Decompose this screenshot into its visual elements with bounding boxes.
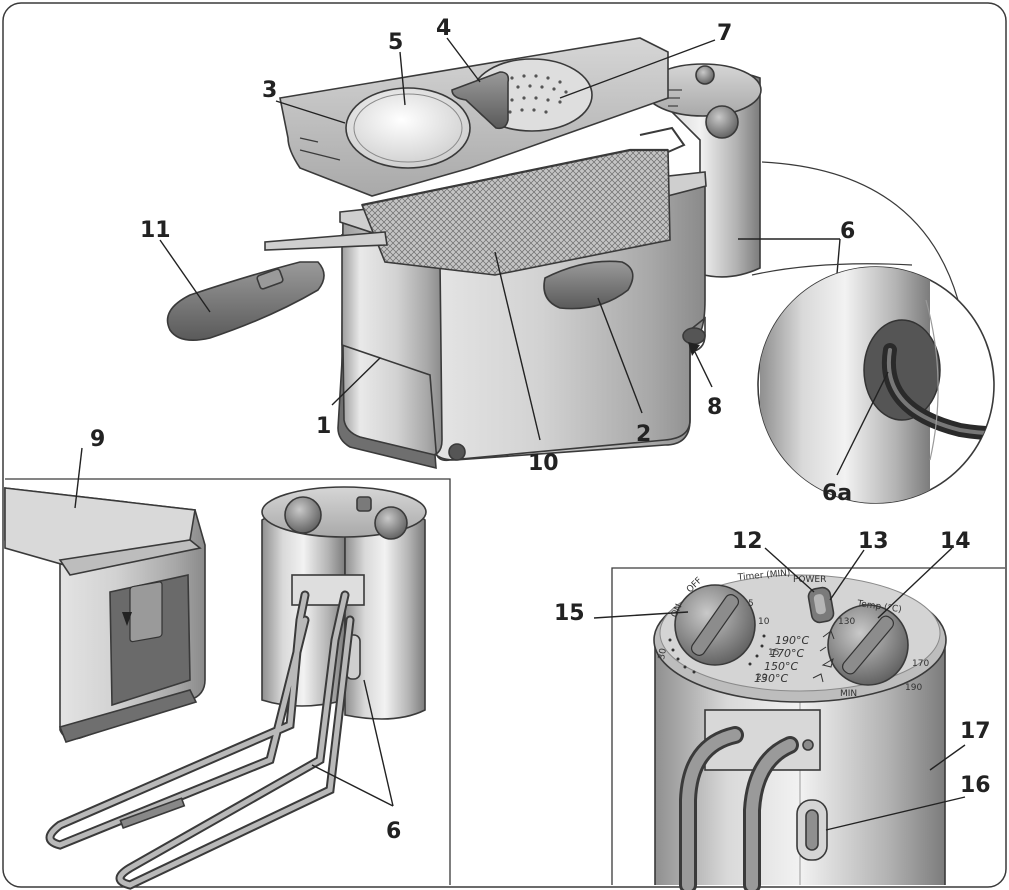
handle-release-button xyxy=(256,268,284,290)
callout-7: 7 xyxy=(717,21,732,46)
side-handle xyxy=(543,260,634,310)
callout-13: 13 xyxy=(858,529,889,554)
temperature-knob xyxy=(827,604,909,686)
label-power: POWER xyxy=(793,575,826,585)
label-min: MIN xyxy=(840,689,857,699)
lid-handle xyxy=(451,71,510,130)
callout-labels: 3 5 4 7 11 1 10 2 8 6 6a 9 6 12 13 14 15… xyxy=(90,16,991,844)
fryer-foot-rear xyxy=(682,327,706,345)
callout-2: 2 xyxy=(636,422,651,447)
basket-hook xyxy=(639,126,686,153)
tower-markings xyxy=(668,89,682,107)
lid-viewing-window xyxy=(345,87,471,169)
label-timer-10: 10 xyxy=(758,617,770,627)
label-food-150: 150°C xyxy=(764,660,798,673)
label-food-190: 190°C xyxy=(775,634,809,647)
label-food-170: 170°C xyxy=(770,647,804,660)
heating-element-illustration xyxy=(45,486,427,890)
control-leaders xyxy=(593,547,966,831)
label-timer-5: 5 xyxy=(748,599,754,609)
mini-temp-knob xyxy=(374,506,408,540)
label-timer-15: 15 xyxy=(768,648,779,658)
label-food-130: 130°C xyxy=(754,672,788,685)
callout-6-top: 6 xyxy=(840,219,855,244)
label-190: 190 xyxy=(905,683,922,693)
bowl-arrow-icon xyxy=(122,612,132,626)
label-timer-30: 30 xyxy=(657,647,669,660)
element-cables xyxy=(679,726,799,890)
coil-clip xyxy=(119,797,186,830)
callout-3: 3 xyxy=(262,78,277,103)
callout-14: 14 xyxy=(940,529,971,554)
bottom-right-panel-border xyxy=(611,567,1005,885)
callout-15: 15 xyxy=(554,601,585,626)
mini-timer-knob xyxy=(284,496,322,534)
removable-bowl-illustration xyxy=(4,487,206,743)
main-fryer-illustration xyxy=(166,37,762,470)
callout-8: 8 xyxy=(707,395,722,420)
basket-handle-rod xyxy=(264,231,388,251)
label-timer-20: 20 xyxy=(756,673,768,683)
label-timer: Timer (MIN) xyxy=(736,568,790,583)
fryer-foot xyxy=(448,443,466,461)
basket-handle-grip xyxy=(166,261,325,341)
food-symbol-icons xyxy=(812,630,835,683)
bowl-base-band xyxy=(58,689,198,743)
callout-4: 4 xyxy=(436,16,451,41)
timer-knob xyxy=(668,584,766,674)
callout-10: 10 xyxy=(528,451,559,476)
label-170: 170 xyxy=(912,659,929,669)
fryer-base-band xyxy=(337,344,437,470)
fryer-front-face xyxy=(341,233,443,457)
bottom-left-panel-border xyxy=(5,478,451,885)
callout-5: 5 xyxy=(388,30,403,55)
callout-6-bottom: 6 xyxy=(386,819,401,844)
callout-17: 17 xyxy=(960,719,991,744)
tower-power-button xyxy=(695,65,715,85)
callout-12: 12 xyxy=(732,529,763,554)
mini-power-button xyxy=(356,496,372,512)
power-indicator-light xyxy=(813,594,826,615)
callout-9: 9 xyxy=(90,427,105,452)
callout-16: 16 xyxy=(960,773,991,798)
label-130: 130 xyxy=(838,617,855,627)
callout-11: 11 xyxy=(140,218,171,243)
tower-temp-knob xyxy=(705,105,739,139)
callout-1: 1 xyxy=(316,414,331,439)
control-panel-detail xyxy=(653,574,947,890)
callout-6a: 6a xyxy=(822,481,852,506)
bowl-connector-slot xyxy=(129,581,163,643)
